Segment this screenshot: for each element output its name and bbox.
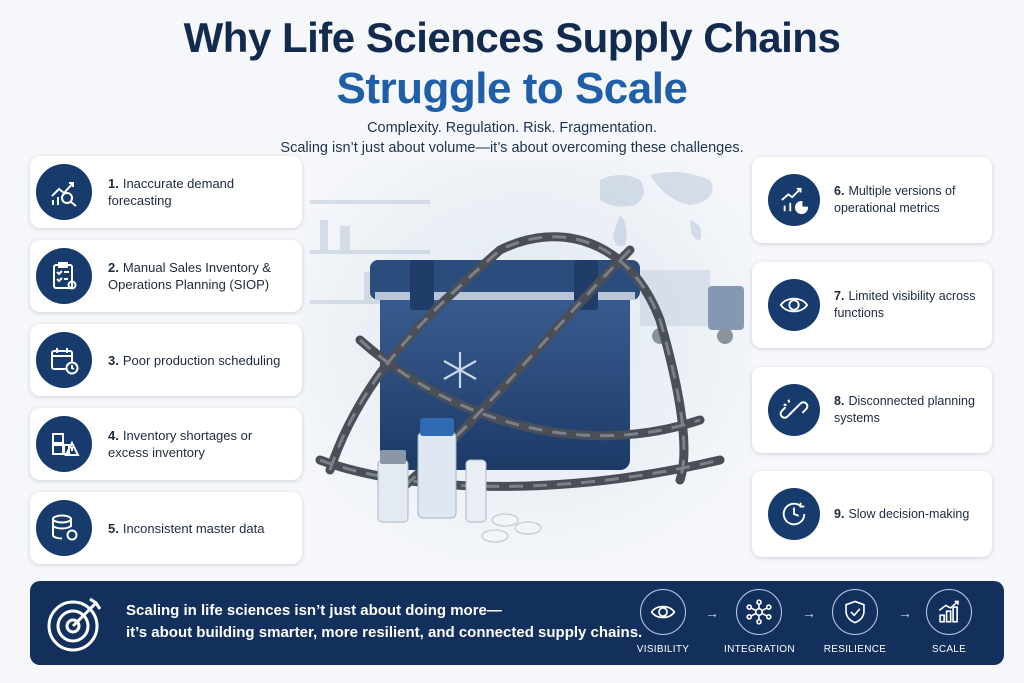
challenge-num: 2.: [108, 260, 119, 275]
challenge-card-7: 7.Limited visibility across functions: [752, 262, 992, 348]
challenge-text: Disconnected planning systems: [834, 394, 975, 425]
title-line-2: Struggle to Scale: [336, 64, 688, 113]
challenge-card-8: 8.Disconnected planning systems: [752, 367, 992, 453]
growth-chart-icon: [926, 589, 972, 635]
step-resilience: RESILIENCE: [820, 589, 890, 655]
subtitle-line-2: Scaling isn’t just about volume—it’s abo…: [280, 140, 744, 156]
bottom-banner: Scaling in life sciences isn’t just abou…: [30, 581, 1004, 665]
challenge-card-4: 4.Inventory shortages or excess inventor…: [30, 408, 302, 480]
step-label: VISIBILITY: [636, 644, 690, 655]
challenge-card-1: 1.Inaccurate demand forecasting: [30, 156, 302, 228]
challenge-card-3: 3.Poor production scheduling: [30, 324, 302, 396]
step-label: SCALE: [931, 644, 967, 655]
shield-check-icon: [832, 589, 878, 635]
arrow-right-icon: →: [705, 605, 719, 621]
step-label: RESILIENCE: [823, 644, 887, 655]
challenge-text: Manual Sales Inventory & Operations Plan…: [108, 260, 271, 292]
challenge-num: 5.: [108, 520, 119, 536]
challenge-num: 3.: [108, 352, 119, 368]
arrow-right-icon: →: [898, 605, 912, 621]
challenge-card-6: 6.Multiple versions of operational metri…: [752, 157, 992, 243]
challenge-num: 1.: [108, 176, 119, 191]
chained-cooler-illustration: [300, 160, 752, 560]
challenge-text: Limited visibility across functions: [834, 289, 976, 320]
challenge-text: Poor production scheduling: [122, 352, 281, 368]
banner-message-line-2: it’s about building smarter, more resili…: [126, 624, 643, 641]
step-integration: INTEGRATION: [724, 589, 795, 655]
calendar-clock-icon: [36, 332, 92, 388]
broken-link-icon: [768, 384, 820, 436]
challenge-card-2: 2.Manual Sales Inventory & Operations Pl…: [30, 240, 302, 312]
challenge-num: 7.: [834, 289, 845, 303]
step-scale: SCALE: [914, 589, 984, 655]
subtitle-line-1: Complexity. Regulation. Risk. Fragmentat…: [367, 120, 657, 136]
clock-icon: [768, 488, 820, 540]
challenge-text: Slow decision-making: [848, 506, 970, 521]
target-arrow-icon: [44, 593, 106, 655]
challenge-card-5: 5.Inconsistent master data: [30, 492, 302, 564]
step-visibility: VISIBILITY: [628, 589, 698, 655]
database-gear-icon: [36, 500, 92, 556]
boxes-warning-icon: [36, 416, 92, 472]
challenge-num: 4.: [108, 428, 119, 443]
challenge-text: Multiple versions of operational metrics: [834, 184, 956, 215]
challenge-num: 8.: [834, 394, 845, 408]
title-line-1: Why Life Sciences Supply Chains: [183, 14, 841, 61]
checklist-gear-icon: [36, 248, 92, 304]
chart-magnifier-icon: [36, 164, 92, 220]
arrow-right-icon: →: [802, 605, 816, 621]
challenge-num: 9.: [834, 506, 845, 521]
challenge-card-9: 9.Slow decision-making: [752, 471, 992, 557]
challenge-num: 6.: [834, 184, 845, 198]
chart-pie-icon: [768, 174, 820, 226]
banner-message-line-1: Scaling in life sciences isn’t just abou…: [126, 602, 502, 619]
challenge-text: Inaccurate demand forecasting: [108, 176, 235, 208]
step-label: INTEGRATION: [724, 644, 795, 655]
eye-icon: [640, 589, 686, 635]
challenge-text: Inventory shortages or excess inventory: [108, 428, 253, 460]
network-icon: [736, 589, 782, 635]
eye-icon: [768, 279, 820, 331]
challenge-text: Inconsistent master data: [122, 520, 265, 536]
